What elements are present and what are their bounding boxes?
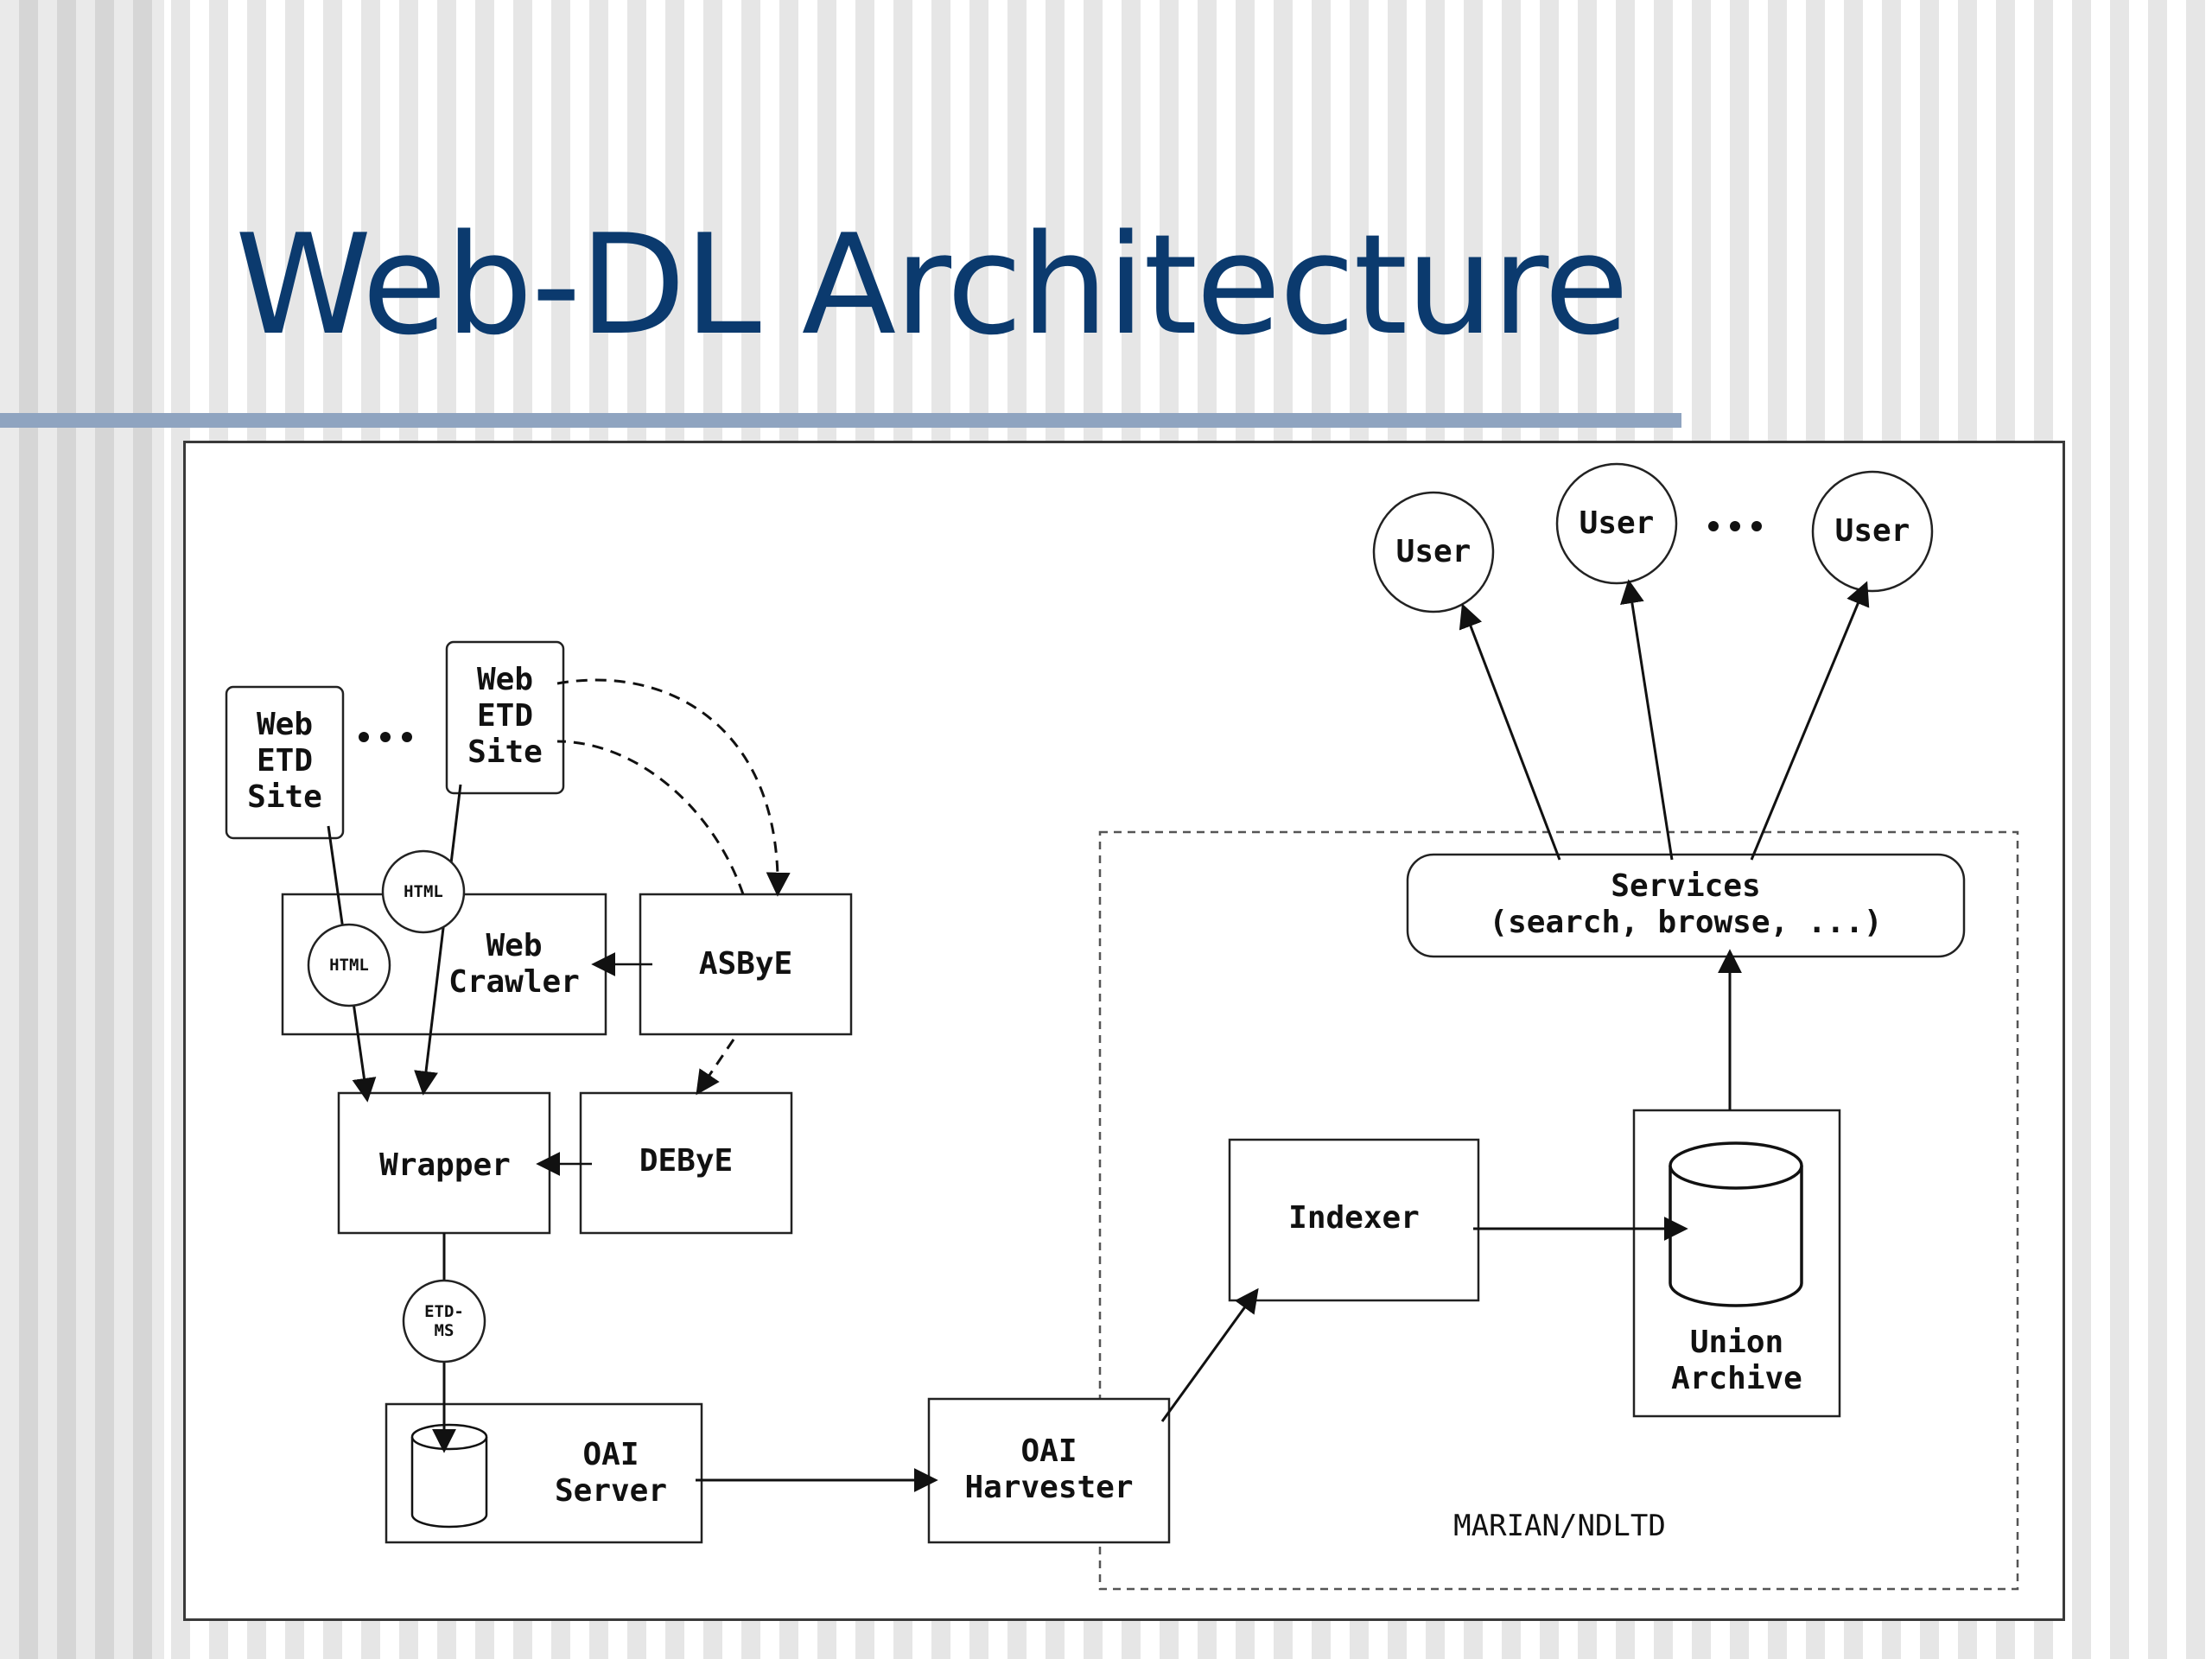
oai-server-label: OAI Server <box>554 1437 668 1509</box>
web-etd-site-2-label: Web ETD Site <box>467 662 543 770</box>
services-to-user3-arrow <box>1750 581 1870 861</box>
etd-ms-badge-label: ETD- MS <box>424 1302 464 1340</box>
services-label: Services (search, browse, ...) <box>1489 868 1883 940</box>
wrapper-label: Wrapper <box>379 1147 511 1183</box>
ellipsis-dots-users <box>1708 521 1762 531</box>
ellipsis-dots-sites <box>359 732 412 742</box>
asbye-to-site-dashed-line <box>556 740 745 895</box>
marian-ndltd-region <box>1098 830 2019 1591</box>
site2-to-wrapper-arrow <box>414 784 462 1096</box>
etd-ms-badge-circle <box>402 1279 486 1363</box>
left-stripe-shade <box>0 0 164 1659</box>
harvester-to-indexer-arrow <box>1160 1287 1259 1422</box>
title-underline <box>0 413 1681 428</box>
user-2-circle <box>1555 462 1678 585</box>
user-3-label: User <box>1834 513 1910 549</box>
user-1-label: User <box>1395 534 1471 569</box>
indexer-label: Indexer <box>1288 1200 1420 1236</box>
html-badge-1-label: HTML <box>329 956 369 975</box>
union-archive-label: Union Archive <box>1671 1325 1802 1396</box>
user-3-circle <box>1811 470 1934 593</box>
asbye-label: ASByE <box>698 946 793 982</box>
html-badge-2-circle <box>381 849 466 934</box>
services-to-user2-arrow <box>1620 579 1674 861</box>
diagram-lines <box>225 462 2019 1591</box>
html-badge-1-circle <box>307 923 391 1007</box>
slide-title: Web-DL Architecture <box>235 204 1629 365</box>
marian-ndltd-label: MARIAN/NDLTD <box>1453 1509 1666 1543</box>
html-badge-2-label: HTML <box>404 882 443 901</box>
union-archive-cylinder <box>1669 1141 1803 1307</box>
architecture-diagram: Web ETD Site Web ETD Site Web Crawler AS… <box>183 441 2065 1621</box>
asbye-to-debye-dashed-arrow <box>696 1039 735 1096</box>
asbye-box <box>639 893 853 1036</box>
debye-label: DEByE <box>639 1143 734 1179</box>
wrapper-box <box>337 1091 551 1235</box>
web-etd-site-1-label: Web ETD Site <box>247 707 322 815</box>
web-etd-site-2-box <box>445 640 565 795</box>
oai-harvester-box <box>927 1397 1171 1544</box>
site-to-asbye-dashed-arrow <box>556 678 791 897</box>
services-box <box>1406 853 1966 958</box>
user-2-label: User <box>1579 505 1655 541</box>
user-1-circle <box>1372 491 1495 613</box>
indexer-box <box>1228 1138 1480 1302</box>
web-etd-site-1-box <box>225 685 345 840</box>
services-to-user1-arrow <box>1459 603 1561 861</box>
oai-server-cylinder <box>410 1423 488 1529</box>
oai-harvester-label: OAI Harvester <box>964 1433 1134 1505</box>
web-crawler-label: Web Crawler <box>448 928 580 1000</box>
